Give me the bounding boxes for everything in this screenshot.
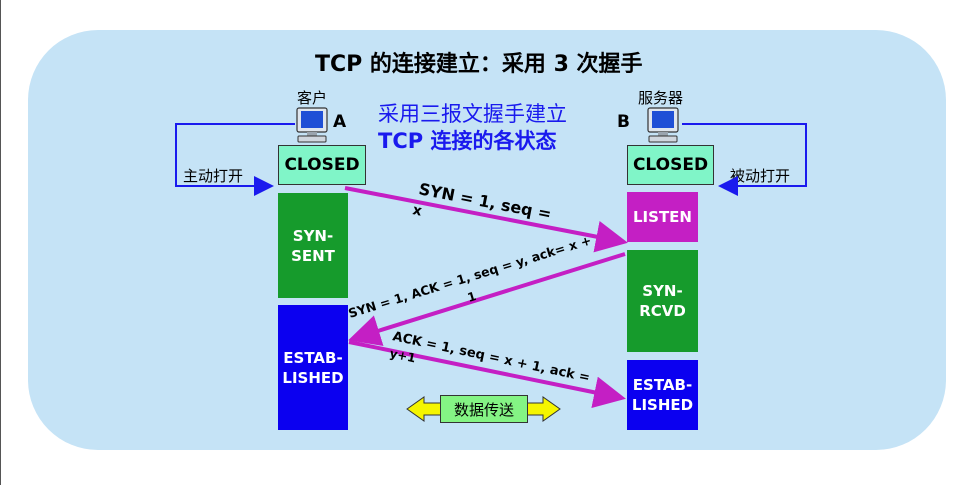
server-passive-open-label: 被动打开 (730, 167, 791, 185)
client-name: 客户 (297, 89, 328, 107)
server-state-syn-rcvd: SYN- RCVD (627, 250, 698, 352)
client-open-arrow (175, 123, 295, 196)
subtitle-line2: TCP 连接的各状态 (378, 129, 557, 153)
server-letter: B (617, 112, 630, 132)
message-ack-label-2: y+1 (388, 346, 417, 365)
subtitle-line1: 采用三报文握手建立 (378, 102, 567, 126)
client-state-closed: CLOSED (278, 145, 366, 185)
server-state-closed: CLOSED (627, 145, 714, 185)
data-transfer-label: 数据传送 (440, 395, 528, 423)
client-active-open-label: 主动打开 (183, 167, 244, 185)
frame-edge (0, 0, 1, 485)
message-arrow-ack (348, 340, 626, 409)
server-computer-icon (647, 107, 679, 143)
message-arrow-syn-ack (348, 252, 626, 346)
client-computer-icon (296, 107, 328, 143)
client-state-syn-sent: SYN- SENT (278, 193, 348, 298)
message-arrow-syn (344, 186, 628, 253)
server-state-established: ESTAB- LISHED (627, 360, 698, 430)
server-state-listen: LISTEN (627, 192, 698, 242)
message-syn-label-2: x (411, 202, 423, 219)
client-state-established: ESTAB- LISHED (278, 305, 348, 430)
message-syn-ack-label-2: 1 (466, 289, 478, 305)
server-name: 服务器 (638, 89, 684, 107)
diagram-panel (28, 30, 946, 450)
diagram-title: TCP 的连接建立：采用 3 次握手 (315, 52, 643, 77)
server-open-arrow (682, 123, 807, 196)
client-letter: A (333, 112, 347, 132)
